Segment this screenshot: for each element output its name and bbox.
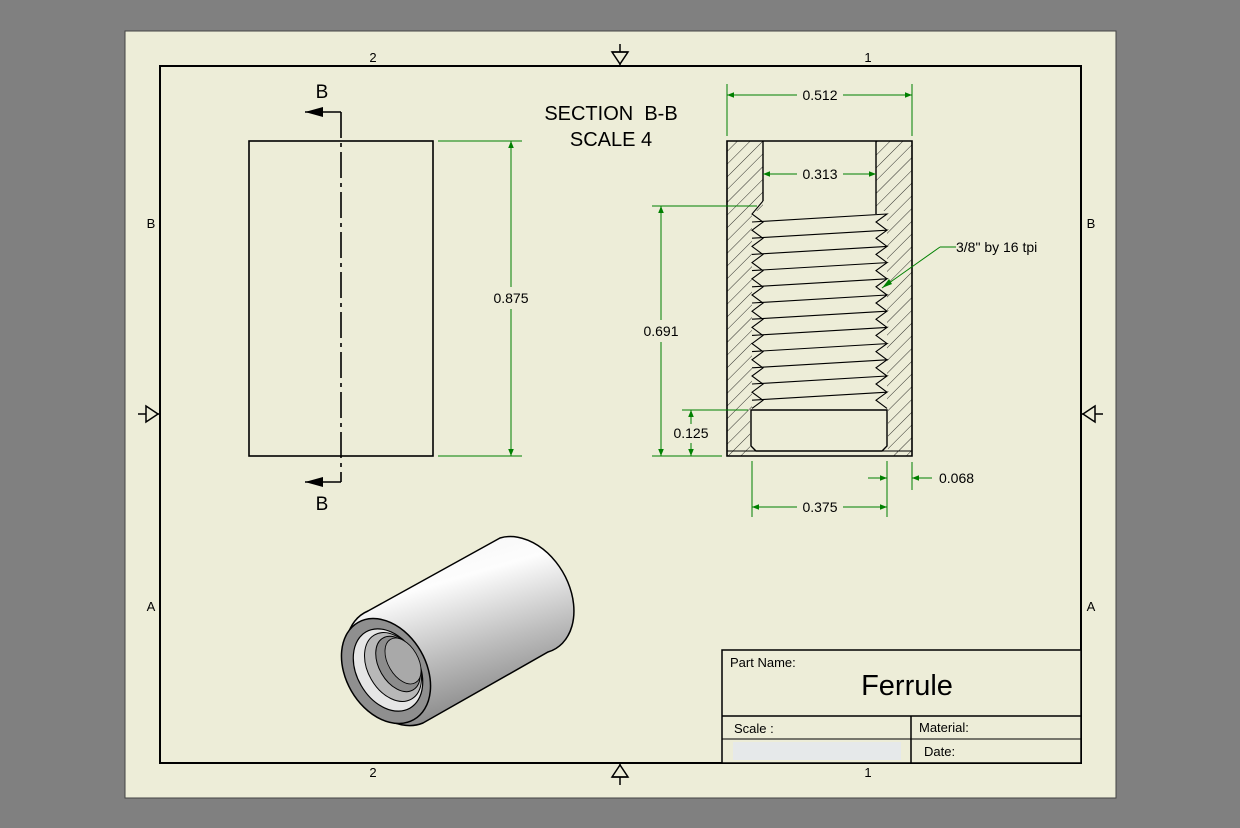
- date-label: Date:: [924, 744, 955, 759]
- zone-right-a: A: [1087, 599, 1096, 614]
- zone-left-a: A: [147, 599, 156, 614]
- isometric-view: [340, 535, 575, 727]
- thread-profile: [751, 200, 889, 409]
- zone-right-b: B: [1087, 216, 1096, 231]
- section-title: SECTION B-B: [544, 103, 677, 125]
- section-label-top: B: [316, 82, 329, 103]
- section-label-bottom: B: [316, 494, 329, 515]
- dim-counterbore-depth: 0.125: [673, 425, 708, 441]
- centering-marks: [138, 44, 1103, 785]
- dim-length: 0.875: [493, 290, 528, 306]
- dim-thread-depth: 0.691: [643, 323, 678, 339]
- zone-top-2: 2: [369, 50, 376, 65]
- zone-bottom-1: 1: [864, 765, 871, 780]
- material-label: Material:: [919, 720, 969, 735]
- zone-left-b: B: [147, 216, 156, 231]
- section-scale: SCALE 4: [570, 129, 652, 151]
- section-arrow-bottom: [305, 477, 323, 487]
- part-name: Ferrule: [861, 670, 953, 702]
- dim-counterbore-diameter: 0.375: [802, 499, 837, 515]
- section-arrow-top: [305, 107, 323, 117]
- watermark-bar: [733, 742, 901, 760]
- counterbore: [750, 409, 888, 452]
- zone-top-1: 1: [864, 50, 871, 65]
- scale-label: Scale :: [734, 721, 774, 736]
- part-name-label: Part Name:: [730, 655, 796, 670]
- side-view: B B 0.875: [248, 82, 529, 515]
- title-block: Part Name: Ferrule Scale : Material: Dat…: [721, 649, 1082, 764]
- zone-bottom-2: 2: [369, 765, 376, 780]
- section-view: 0.512 0.313 0.691 0.125 0.375 0.068 3/8"…: [643, 84, 1037, 517]
- dim-outer-diameter: 0.512: [802, 87, 837, 103]
- thread-callout: 3/8" by 16 tpi: [956, 239, 1037, 255]
- zone-labels: 2 1 2 1 B A B A: [147, 50, 1096, 780]
- dim-bore: 0.313: [802, 166, 837, 182]
- dim-chamfer: 0.068: [939, 470, 974, 486]
